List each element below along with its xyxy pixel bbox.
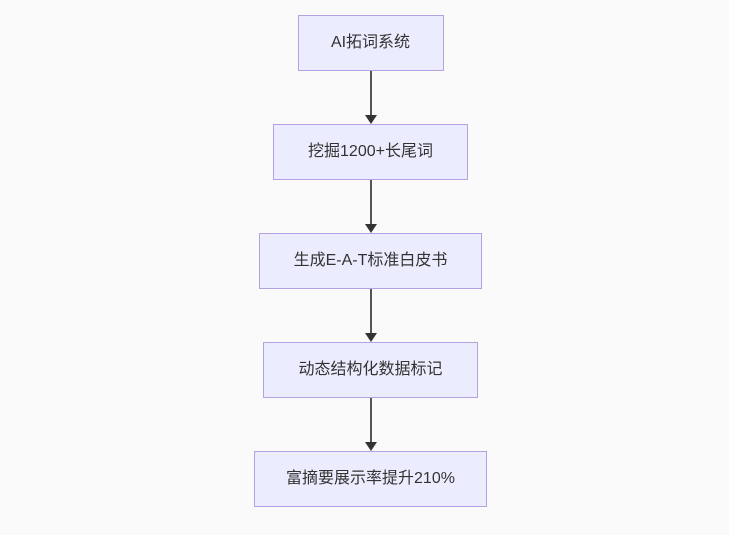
flow-node-label: 生成E-A-T标准白皮书 xyxy=(293,252,448,269)
flow-node-label: AI拓词系统 xyxy=(330,34,411,51)
edge-line xyxy=(369,71,372,116)
flow-edge-3 xyxy=(364,289,377,342)
arrowhead-down-icon xyxy=(364,115,377,124)
flow-node-label: 挖掘1200+长尾词 xyxy=(308,143,433,160)
flow-edge-1 xyxy=(364,71,377,124)
arrowhead-down-icon xyxy=(364,224,377,233)
flow-node-label: 动态结构化数据标记 xyxy=(298,361,443,378)
arrowhead-down-icon xyxy=(364,442,377,451)
edge-line xyxy=(369,289,372,334)
flow-edge-4 xyxy=(364,398,377,451)
flow-node-label: 富摘要展示率提升210% xyxy=(286,470,455,487)
edge-line xyxy=(369,180,372,225)
flow-node-mine-longtail-keywords: 挖掘1200+长尾词 xyxy=(273,124,468,180)
flowchart-canvas: AI拓词系统 挖掘1200+长尾词 生成E-A-T标准白皮书 动态结构化数据标记… xyxy=(6,0,729,535)
arrowhead-down-icon xyxy=(364,333,377,342)
flow-edge-2 xyxy=(364,180,377,233)
flow-node-generate-eat-whitepaper: 生成E-A-T标准白皮书 xyxy=(259,233,482,289)
flow-node-dynamic-structured-data-markup: 动态结构化数据标记 xyxy=(263,342,478,398)
flow-node-rich-snippet-rate-increase: 富摘要展示率提升210% xyxy=(254,451,487,507)
edge-line xyxy=(369,398,372,443)
flow-node-ai-word-expansion-system: AI拓词系统 xyxy=(297,15,444,71)
